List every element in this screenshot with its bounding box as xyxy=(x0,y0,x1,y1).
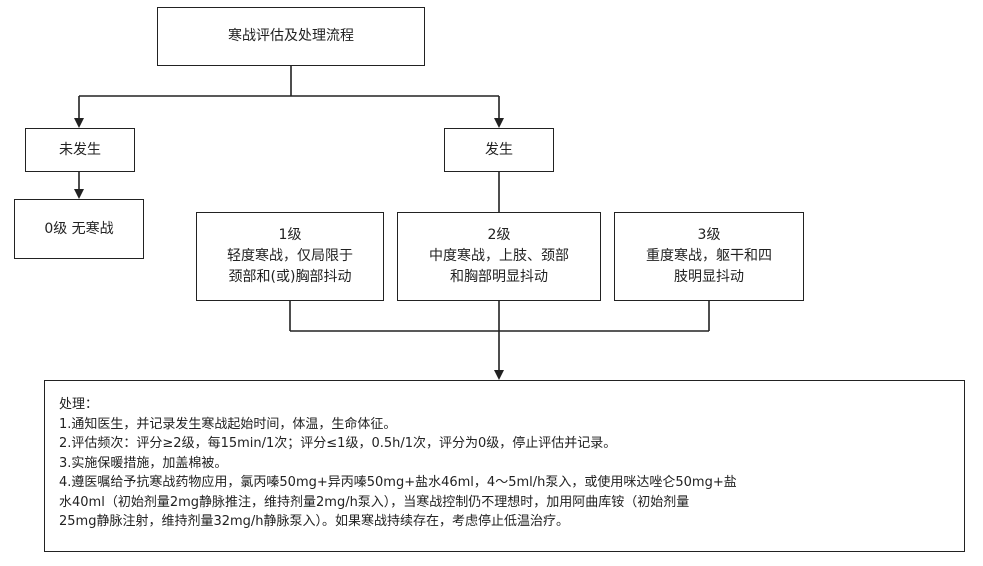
treatment-line: 3.实施保暖措施，加盖棉被。 xyxy=(59,455,228,471)
level-1-title: 1级 xyxy=(278,227,302,243)
treatment-line: 25mg静脉注射，维持剂量32mg/h静脉泵入）。如果寒战持续存在，考虑停止低温… xyxy=(59,514,570,529)
level-1-box: 1级 轻度寒战，仅局限于 颈部和(或)胸部抖动 xyxy=(196,212,384,301)
level-1-desc-line: 颈部和(或)胸部抖动 xyxy=(228,269,352,285)
treatment-line: 水40ml（初始剂量2mg静脉推注，维持剂量2mg/h泵入），当寒战控制仍不理想… xyxy=(59,494,690,510)
level-3-desc-line: 重度寒战，躯干和四 xyxy=(646,248,772,264)
level-2-title: 2级 xyxy=(487,227,511,243)
grade-0-box: 0级 无寒战 xyxy=(14,199,144,259)
treatment-panel: 处理： 1.通知医生，并记录发生寒战起始时间，体温，生命体征。 2.评估频次：评… xyxy=(44,380,965,552)
level-3-desc-line: 肢明显抖动 xyxy=(674,269,744,285)
not-occurred-label: 未发生 xyxy=(59,141,101,158)
occurred-label: 发生 xyxy=(485,141,513,158)
level-1-desc-line: 轻度寒战，仅局限于 xyxy=(227,248,353,264)
level-3-box: 3级 重度寒战，躯干和四 肢明显抖动 xyxy=(614,212,804,301)
treatment-heading: 处理： xyxy=(59,397,99,412)
level-2-desc-line: 和胸部明显抖动 xyxy=(450,269,548,285)
level-2-desc-line: 中度寒战，上肢、颈部 xyxy=(429,248,569,264)
grade-0-label: 0级 无寒战 xyxy=(44,220,114,237)
treatment-line: 4.遵医嘱给予抗寒战药物应用，氯丙嗪50mg+异丙嗪50mg+盐水46ml，4～… xyxy=(59,475,737,490)
flow-title-box: 寒战评估及处理流程 xyxy=(157,7,425,66)
treatment-line: 1.通知医生，并记录发生寒战起始时间，体温，生命体征。 xyxy=(59,416,397,432)
level-3-title: 3级 xyxy=(697,227,721,243)
not-occurred-box: 未发生 xyxy=(25,128,135,172)
level-2-box: 2级 中度寒战，上肢、颈部 和胸部明显抖动 xyxy=(397,212,601,301)
treatment-line: 2.评估频次：评分≥2级，每15min/1次；评分≤1级，0.5h/1次，评分为… xyxy=(59,436,617,451)
flow-title: 寒战评估及处理流程 xyxy=(228,28,354,44)
occurred-box: 发生 xyxy=(444,128,554,172)
